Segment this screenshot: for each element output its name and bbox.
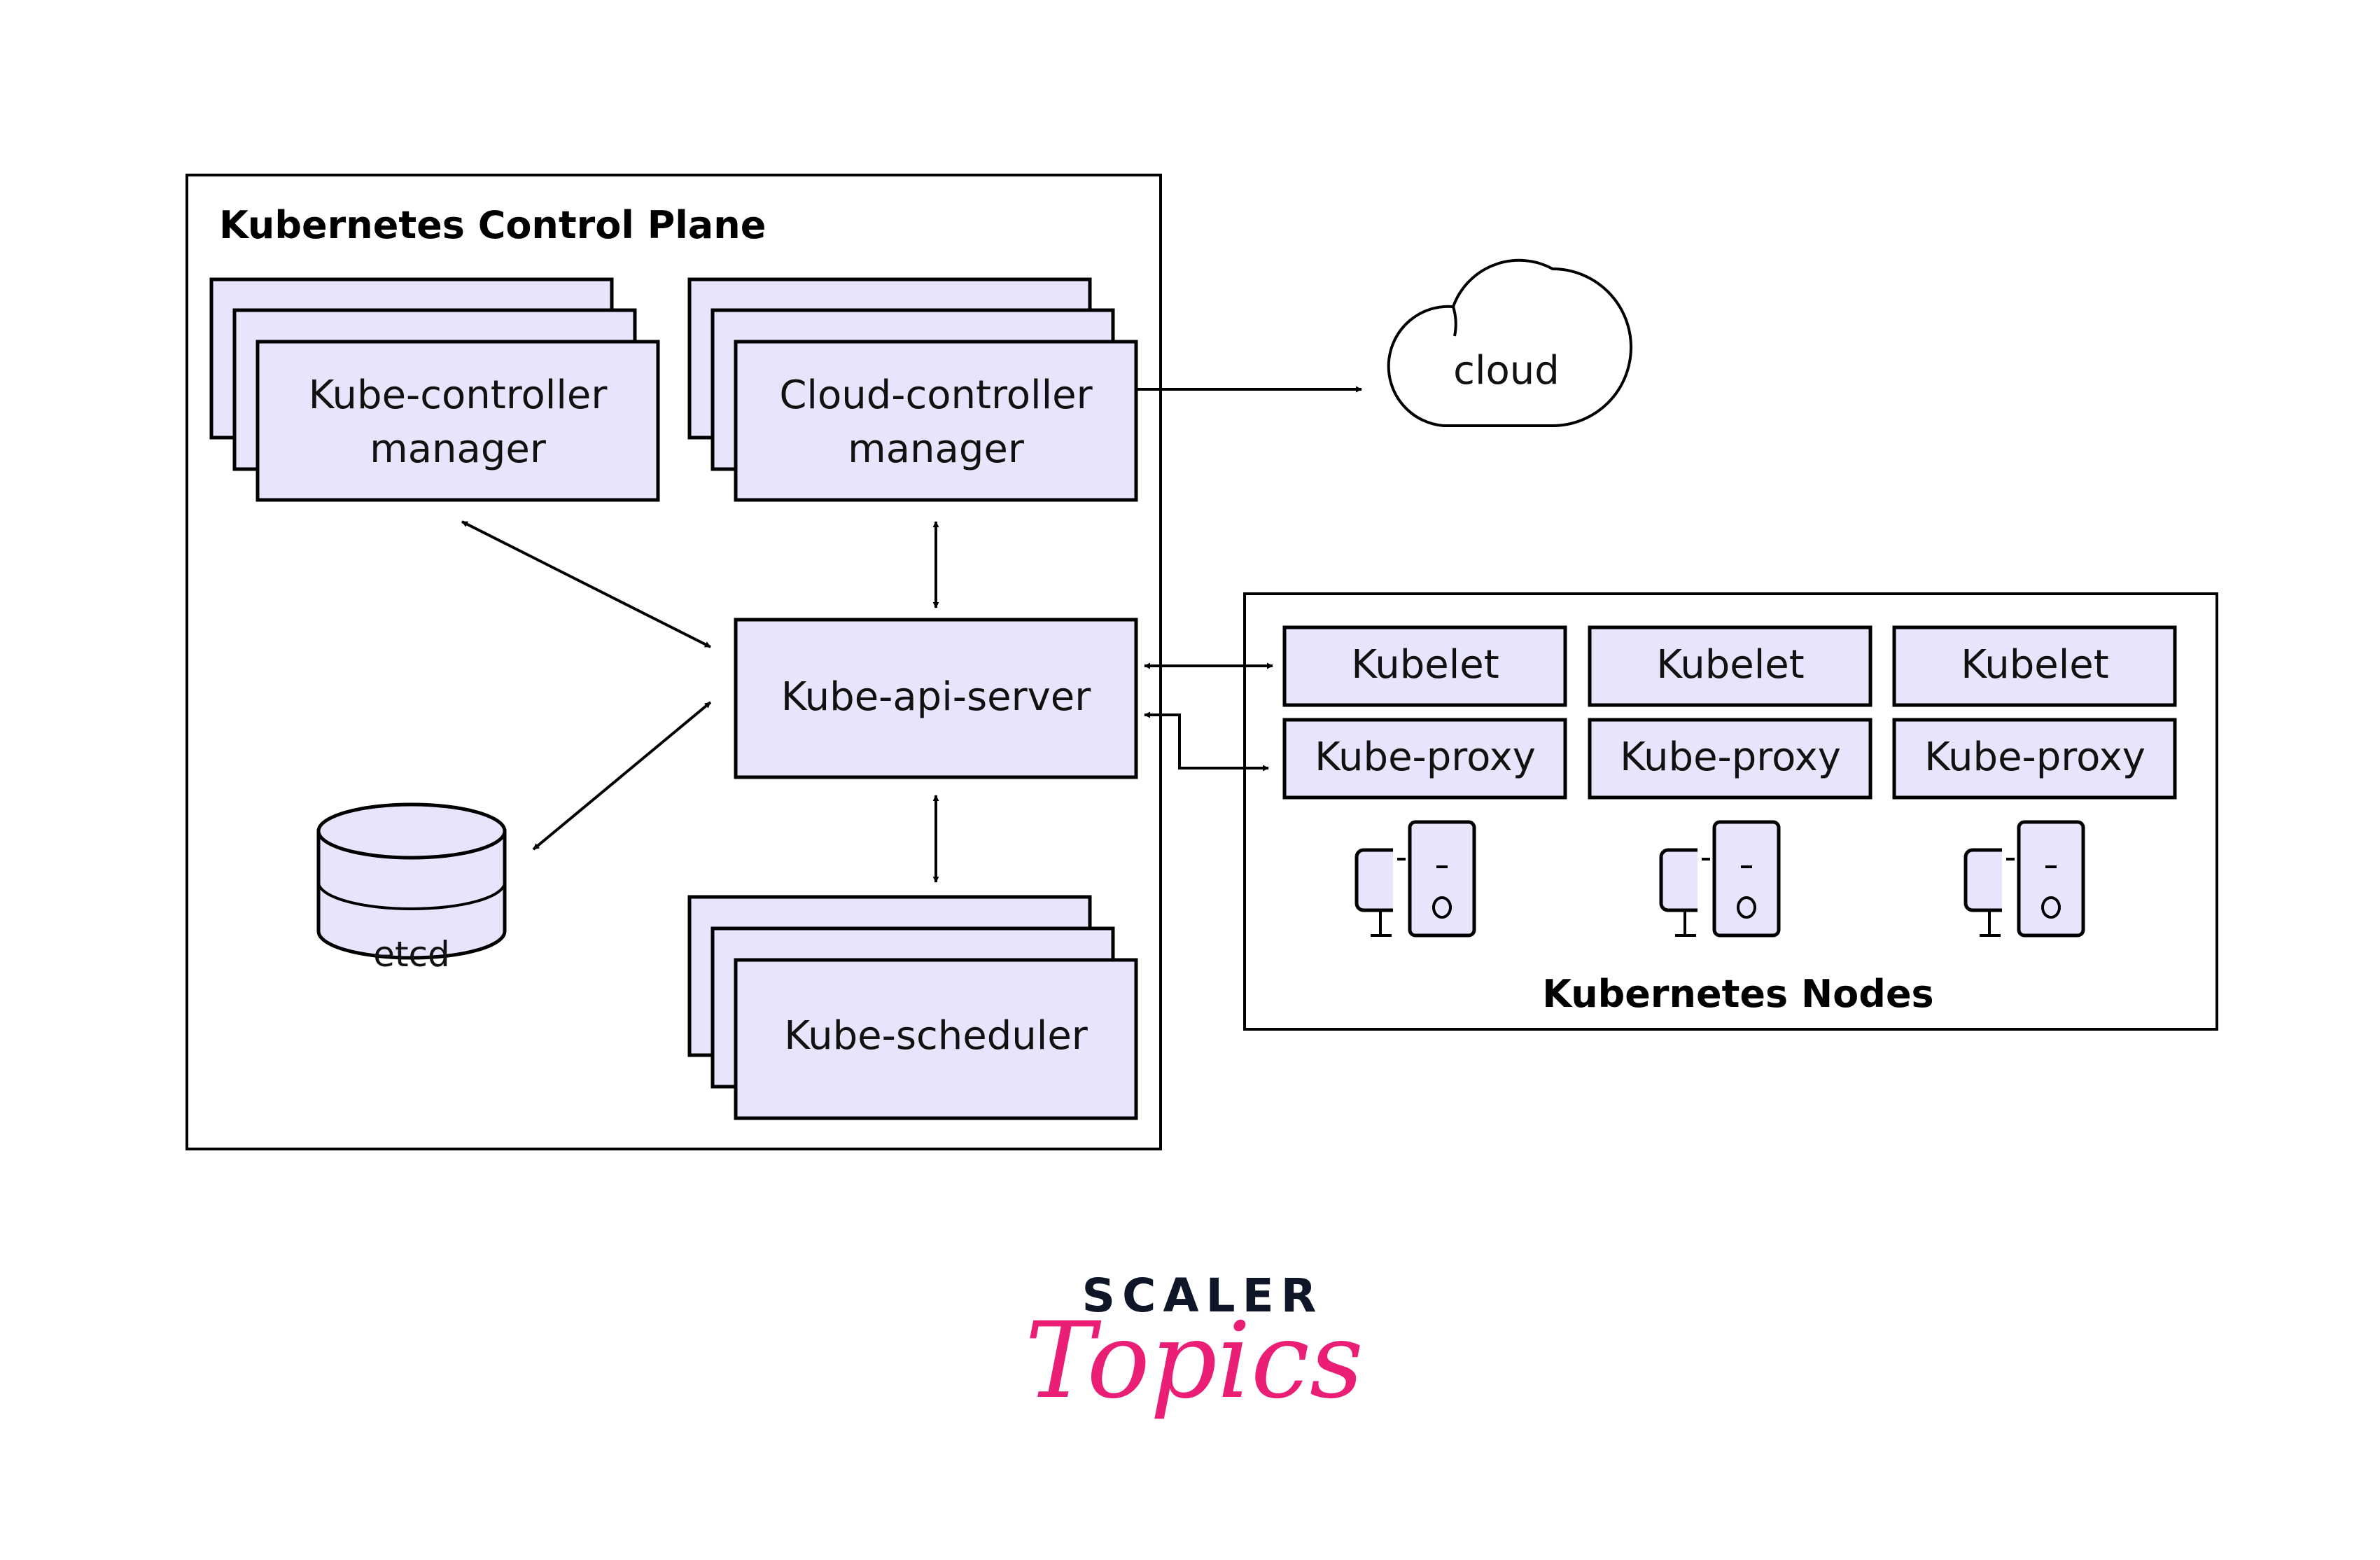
kube-proxy-label: Kube-proxy: [1315, 734, 1536, 780]
computer-icon: [1354, 820, 1476, 938]
kubelet-box: [1588, 625, 1872, 707]
etcd-database-icon[interactable]: etcd: [316, 802, 507, 975]
logo-brand: SCALER: [1082, 1269, 1323, 1323]
kubelet-label: Kubelet: [1656, 642, 1804, 688]
kube-controller-manager-box: [255, 340, 660, 502]
control-plane-frame: [186, 174, 1162, 1150]
kubelet-box: [1282, 625, 1567, 707]
kubelet-label: Kubelet: [1961, 642, 2108, 688]
kubelet-box: [1892, 625, 2177, 707]
node-3[interactable]: Kubelet Kube-proxy: [1892, 625, 2177, 938]
cloud-controller-manager-label-line1: Cloud-controller: [779, 372, 1093, 418]
cloud-controller-manager-label-line2: manager: [848, 426, 1025, 472]
kubernetes-nodes-frame: [1243, 592, 2218, 1031]
computer-icon: [1963, 820, 2085, 938]
scaler-topics-logo: SCALER Topics: [1025, 1269, 1364, 1422]
arrow-controller-api: [461, 520, 711, 648]
etcd-label: etcd: [373, 934, 450, 975]
cloud-label: cloud: [1453, 348, 1560, 394]
computer-icon: [1659, 820, 1781, 938]
kubernetes-nodes-group: Kubernetes Nodes Kubelet Kube-proxy Kube…: [1243, 592, 2218, 1031]
control-plane-group: Kubernetes Control Plane Kube-controller…: [186, 174, 1162, 1150]
kube-controller-manager[interactable]: Kube-controller manager: [209, 277, 660, 502]
logo-sub: Topics: [1025, 1300, 1364, 1422]
arrow-etcd-api: [532, 701, 712, 851]
node-2[interactable]: Kubelet Kube-proxy: [1588, 625, 1872, 938]
kube-proxy-label: Kube-proxy: [1620, 734, 1841, 780]
cloud-icon[interactable]: cloud: [1387, 258, 1632, 427]
kube-proxy-label: Kube-proxy: [1924, 734, 2146, 780]
kubelet-label: Kubelet: [1351, 642, 1499, 688]
kube-controller-manager-label-line2: manager: [370, 426, 547, 472]
kube-proxy-box: [1282, 718, 1567, 800]
kube-scheduler-label: Kube-scheduler: [784, 1013, 1088, 1059]
arrow-api-kubeproxy: [1144, 711, 1269, 772]
kube-controller-manager-label-line1: Kube-controller: [309, 372, 608, 418]
kube-api-server[interactable]: Kube-api-server: [734, 618, 1138, 779]
kube-api-server-label: Kube-api-server: [781, 674, 1092, 720]
kube-proxy-box: [1892, 718, 2177, 800]
kube-api-server-box: [734, 618, 1138, 779]
cloud-controller-manager-box: [734, 340, 1138, 502]
kube-scheduler[interactable]: Kube-scheduler: [687, 895, 1138, 1120]
control-plane-title: Kubernetes Control Plane: [219, 203, 766, 247]
kubernetes-nodes-title: Kubernetes Nodes: [1542, 972, 1933, 1016]
kube-scheduler-box: [734, 958, 1138, 1120]
kube-proxy-box: [1588, 718, 1872, 800]
cloud-controller-manager[interactable]: Cloud-controller manager: [687, 277, 1138, 502]
node-1[interactable]: Kubelet Kube-proxy: [1282, 625, 1567, 938]
